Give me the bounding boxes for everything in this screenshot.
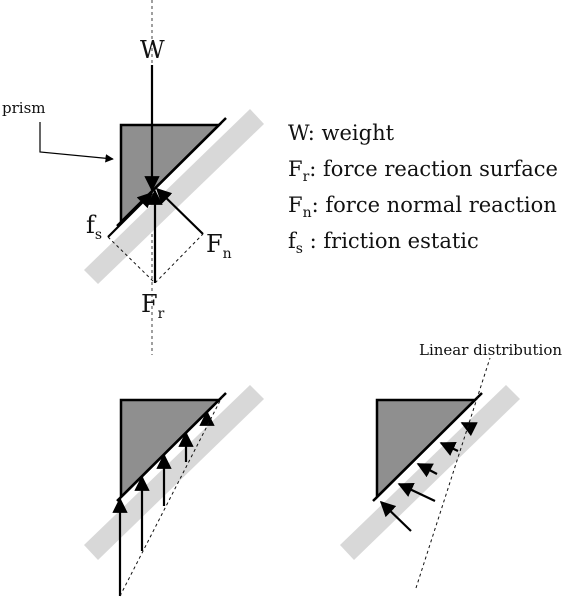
prism-label: prism: [2, 99, 46, 117]
distribution-arrow: [379, 500, 412, 532]
prism-contact-line: [372, 392, 483, 502]
legend-normal: Fn: force normal reaction: [288, 193, 557, 221]
distribution-arrow: [439, 441, 459, 456]
legend-reaction: Fr: force reaction surface: [288, 157, 558, 185]
bottom-left-diagram: [84, 385, 264, 597]
legend-friction: fs : friction estatic: [288, 229, 479, 257]
linear-envelope-line: [415, 357, 491, 589]
bottom-right-diagram: Linear distribution: [340, 341, 562, 589]
distribution-arrow: [416, 463, 438, 478]
inclined-surface: [84, 385, 264, 560]
top-diagram: W prism Fr Fn fs: [2, 0, 264, 355]
friction-arrow: [107, 191, 154, 238]
legend-weight: W: weight: [288, 121, 395, 145]
prism-contact-line: [116, 117, 227, 227]
normal-force-label: Fn: [206, 230, 232, 262]
distribution-arrow: [397, 482, 436, 502]
normal-force-arrow: [155, 187, 204, 235]
linear-envelope-line: [119, 394, 224, 597]
linear-distribution-label: Linear distribution: [419, 341, 562, 359]
legend: W: weight Fr: force reaction surface Fn:…: [288, 121, 558, 257]
prism-pointer-arrow: [39, 122, 114, 163]
friction-label: fs: [86, 211, 102, 243]
inclined-surface: [84, 109, 264, 284]
weight-label: W: [140, 36, 165, 64]
reaction-force-label: Fr: [141, 290, 165, 322]
